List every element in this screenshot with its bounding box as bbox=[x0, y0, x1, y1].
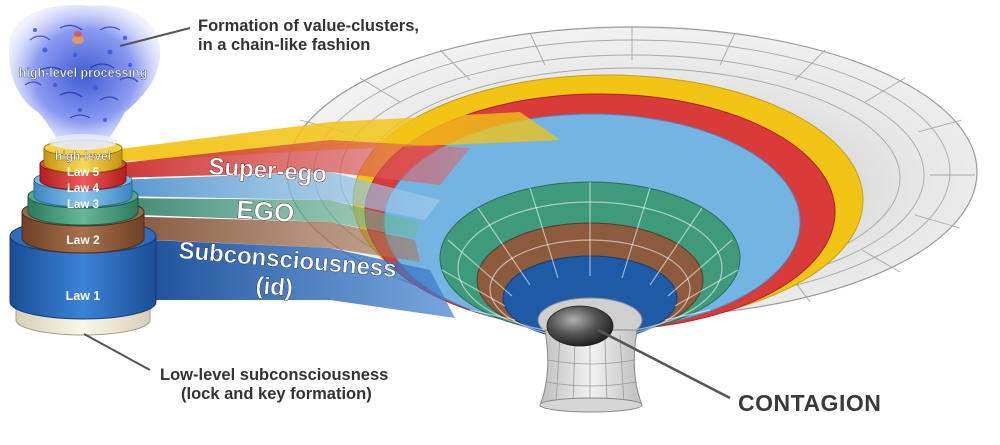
connecting-bands bbox=[112, 112, 560, 318]
band-red bbox=[112, 140, 470, 185]
cylinder-law1 bbox=[9, 235, 157, 320]
contagion-ball-icon bbox=[546, 305, 614, 347]
label-law1: Law 1 bbox=[66, 289, 101, 303]
label-high-level-processing: high-level processing bbox=[19, 66, 148, 80]
band-yellow bbox=[112, 112, 560, 162]
brain-cloud-icon bbox=[8, 5, 161, 150]
callout-low-level-line2: (lock and key formation) bbox=[181, 385, 372, 403]
band-green bbox=[112, 198, 420, 238]
funnel bbox=[286, 26, 978, 413]
callout-contagion: CONTAGION bbox=[738, 390, 882, 416]
callout-formation-line2: in a chain-like fashion bbox=[198, 36, 371, 54]
band-brown bbox=[112, 216, 420, 262]
label-law4: Law 4 bbox=[67, 183, 100, 195]
callout-formation-line1: Formation of value-clusters, bbox=[198, 17, 419, 35]
label-ego: EGO bbox=[236, 194, 296, 228]
leader-formation bbox=[119, 27, 191, 47]
band-blue bbox=[150, 240, 455, 318]
callout-low-level-line1: Low-level subconsciousness bbox=[160, 366, 389, 384]
label-law2: Law 2 bbox=[66, 233, 100, 247]
leader-contagion bbox=[597, 328, 731, 400]
label-law3: Law 3 bbox=[67, 199, 99, 211]
band-lightblue bbox=[112, 172, 440, 220]
label-high-level: high-level bbox=[55, 149, 111, 163]
label-id: (id) bbox=[254, 272, 294, 302]
label-law5: Law 5 bbox=[67, 167, 100, 179]
leader-low-level bbox=[83, 333, 151, 371]
